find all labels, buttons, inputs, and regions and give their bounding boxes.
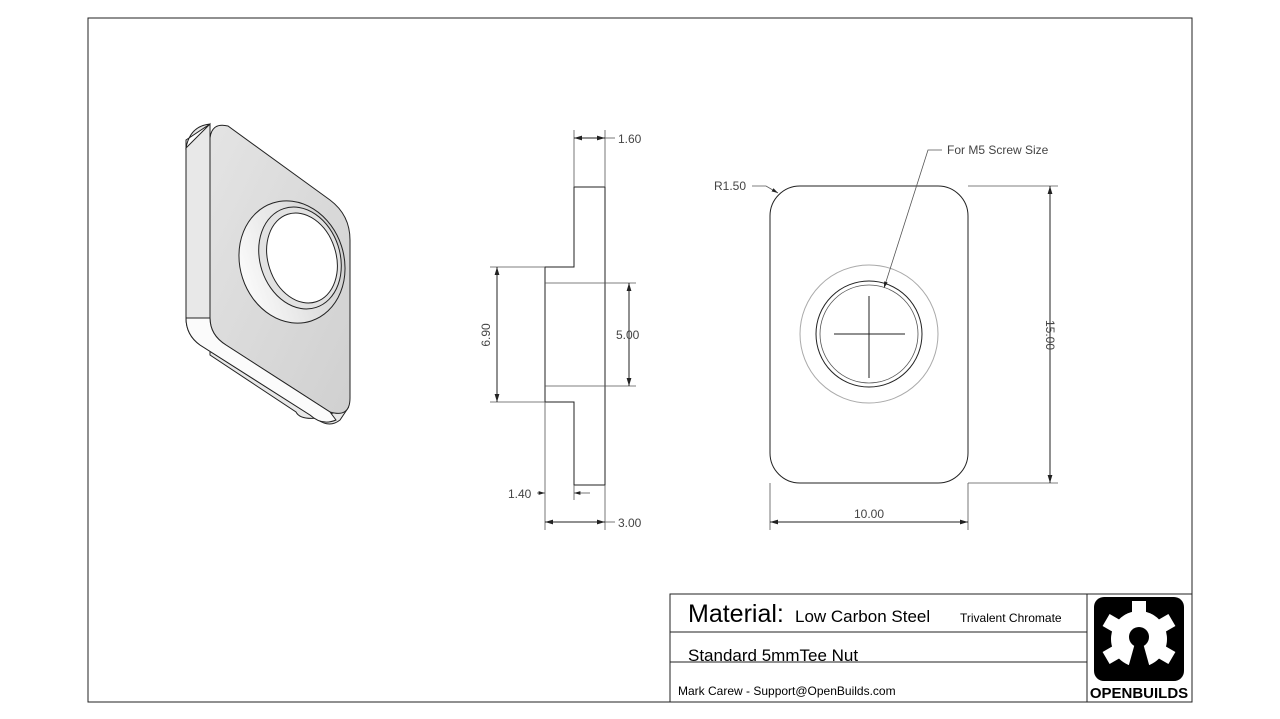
sheet-border [87,17,1193,703]
side-view [490,130,636,530]
front-view [752,149,1058,530]
finish-value: Trivalent Chromate [960,611,1062,625]
title-block [669,593,1193,703]
author-contact: Mark Carew - Support@OpenBuilds.com [678,684,896,698]
isometric-view [185,122,351,425]
dim-boss-width: 6.90 [479,323,493,347]
note-screw-size: For M5 Screw Size [947,143,1049,157]
dim-length: 15.00 [1043,320,1057,350]
dim-width: 10.00 [854,507,884,521]
material-value: Low Carbon Steel [795,607,930,626]
part-name: Standard 5mmTee Nut [688,646,858,665]
dim-hole-diameter: 5.00 [616,328,640,342]
dim-flange-thickness: 1.60 [618,132,642,146]
dim-corner-radius: R1.50 [714,179,746,193]
logo-text: OPENBUILDS [1090,685,1188,702]
material-label: Material: [688,600,784,628]
dim-total-thickness: 3.00 [618,516,642,530]
openbuilds-logo: OPENBUILDS [1090,597,1188,702]
dim-boss-height: 1.40 [508,487,532,501]
